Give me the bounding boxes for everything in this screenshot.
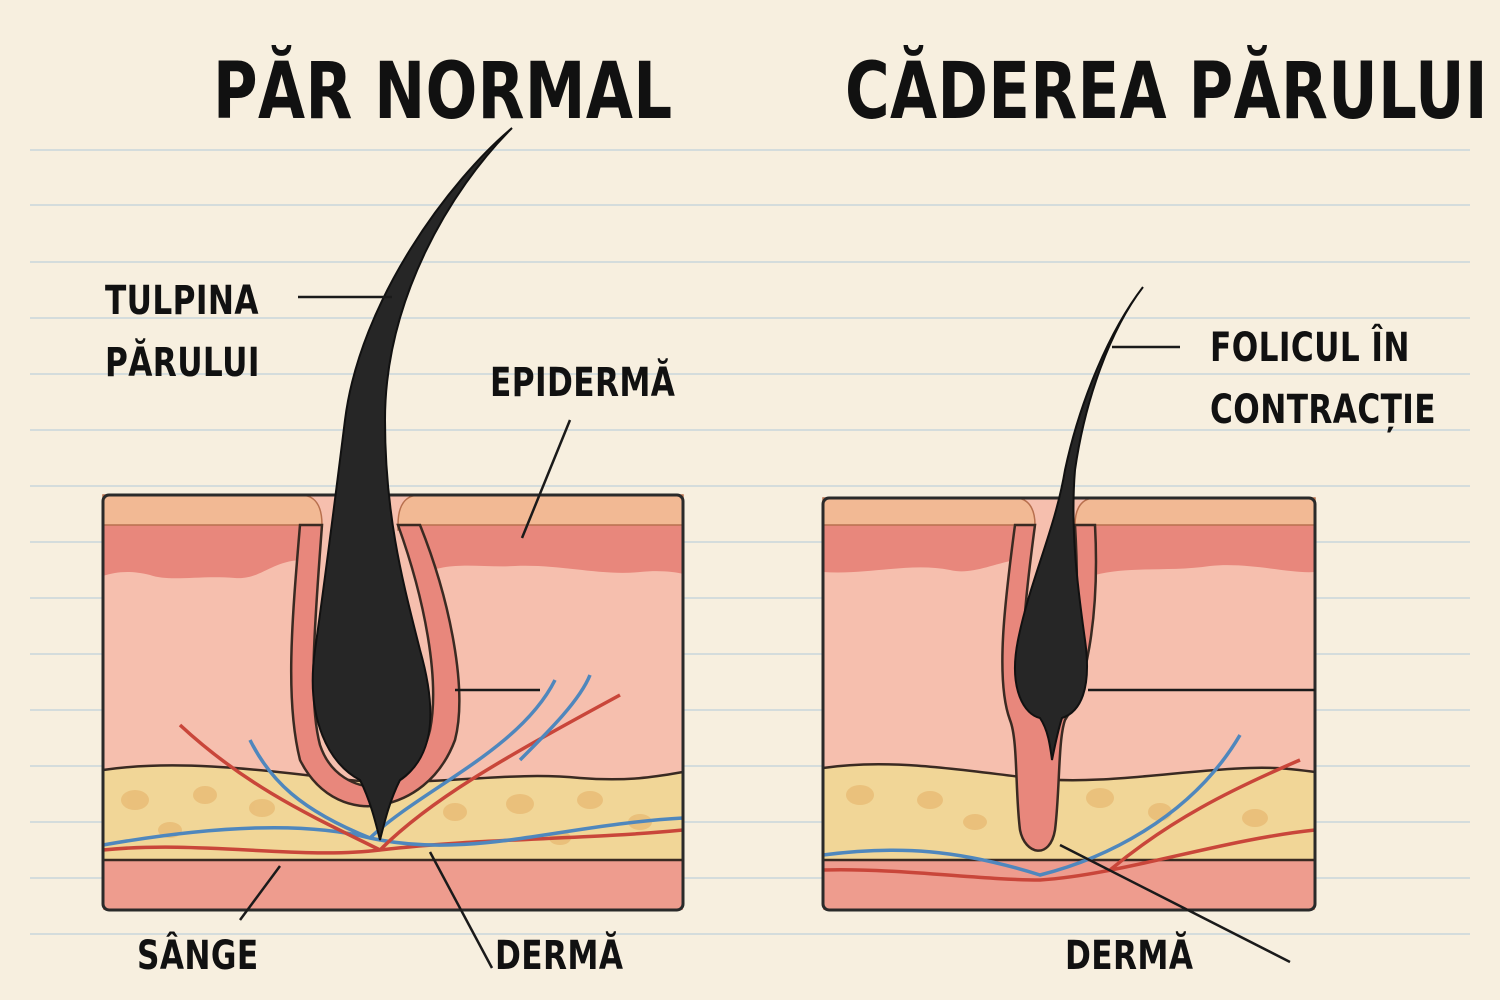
normal-skin-block — [101, 127, 685, 912]
label-hair-shaft-line1: TULPINA — [105, 278, 259, 324]
normal-block-outline — [101, 493, 685, 912]
loss-epidermis-right — [1095, 512, 1315, 575]
leader-blood — [238, 865, 282, 921]
label-dermis-right: DERMĂ — [1065, 933, 1194, 979]
normal-epidermis-right — [420, 512, 683, 575]
loss-skin-block — [821, 286, 1317, 912]
loss-epidermis-left — [823, 512, 1015, 573]
label-blood: SÂNGE — [137, 933, 259, 979]
normal-hair-shaft — [311, 127, 513, 841]
loss-fat-layer — [821, 762, 1317, 862]
leader-lines — [238, 295, 1315, 969]
label-shrinking-follicle-line1: FOLICUL ÎN — [1210, 325, 1410, 371]
normal-lower-band — [103, 860, 683, 910]
loss-fat-cells — [846, 785, 1268, 830]
label-shrinking-follicle: FOLICUL ÎN CONTRACȚIE — [1210, 317, 1436, 441]
label-shrinking-follicle-line2: CONTRACȚIE — [1210, 387, 1436, 433]
normal-blood-vessels — [102, 674, 684, 855]
normal-follicle-sheath — [289, 523, 461, 808]
normal-epidermis-left — [103, 512, 300, 579]
title-hair-loss: CĂDEREA PĂRULUI — [845, 47, 1488, 137]
leader-dermis-left — [428, 851, 494, 969]
loss-lower-band — [823, 860, 1315, 910]
label-hair-shaft-line2: PĂRULUI — [105, 340, 260, 386]
label-epidermis: EPIDERMĂ — [490, 360, 676, 406]
title-normal-hair: PĂR NORMAL — [213, 47, 673, 137]
leader-dermis-right — [1059, 843, 1291, 964]
leader-epidermis — [520, 419, 572, 539]
label-hair-shaft: TULPINA PĂRULUI — [105, 270, 260, 394]
normal-fat-cells — [121, 786, 652, 845]
loss-hair-shaft — [1014, 286, 1144, 761]
loss-blood-vessels — [822, 734, 1316, 882]
label-dermis-left: DERMĂ — [495, 933, 624, 979]
